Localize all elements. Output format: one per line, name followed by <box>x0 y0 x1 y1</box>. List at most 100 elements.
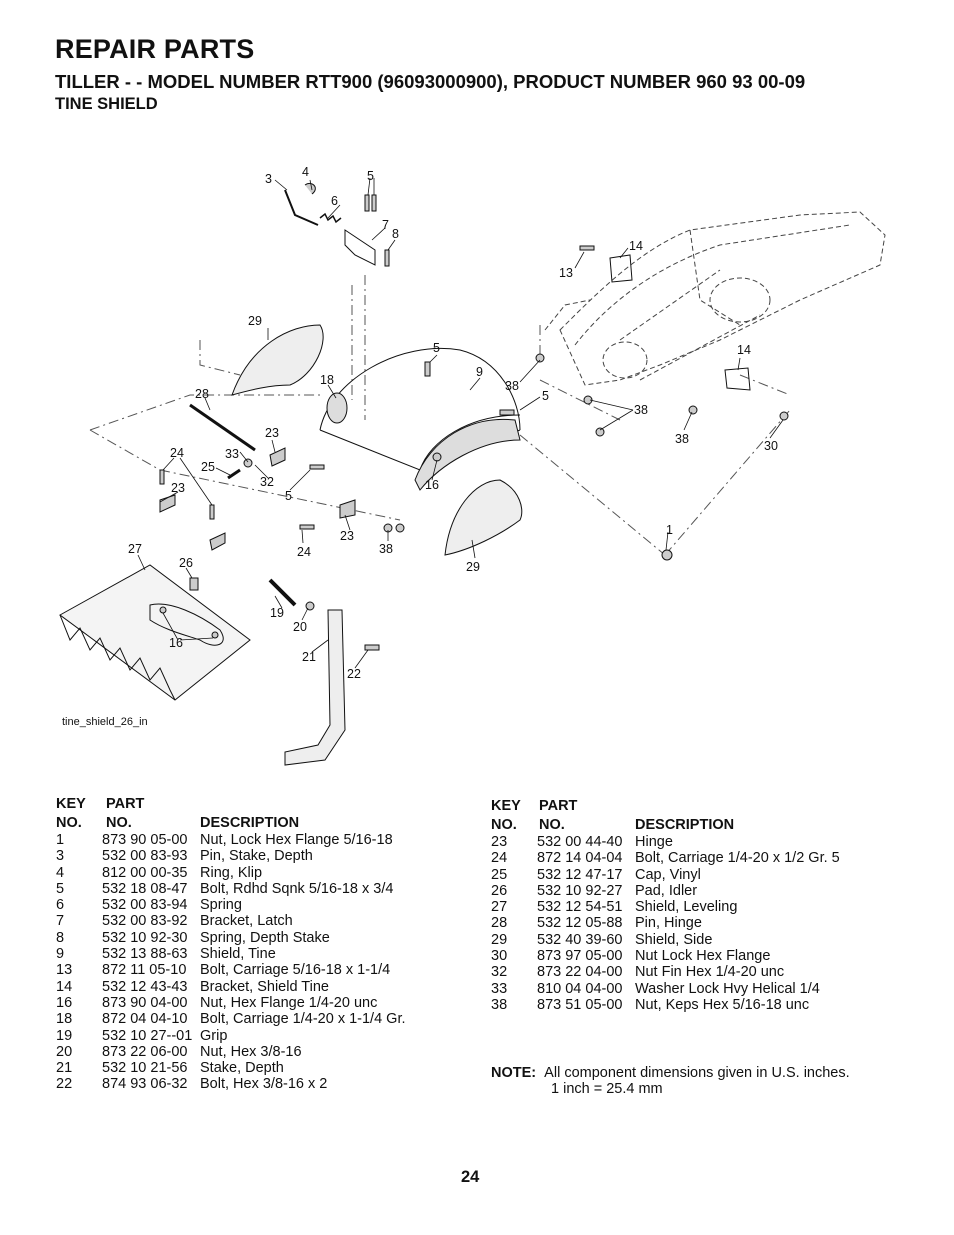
header-part-no: NO. <box>539 817 565 833</box>
part-no: 812 00 00-35 <box>102 864 188 881</box>
callout-label: 13 <box>559 266 573 280</box>
description: Shield, Tine <box>200 946 276 963</box>
callout-label: 21 <box>302 650 316 664</box>
assembly-plane <box>89 275 791 556</box>
key-no: 38 <box>491 996 508 1013</box>
key-no: 28 <box>491 915 508 932</box>
part-no: 532 40 39-60 <box>537 931 623 948</box>
parts-list-header: KEY PART NO. NO. DESCRIPTION <box>56 796 456 832</box>
exploded-parts-diagram: 3 4 5 6 7 8 29 5 9 18 38 5 13 14 14 38 3… <box>59 165 886 766</box>
pin-stake-part <box>284 189 319 226</box>
callout-label: 14 <box>629 239 643 253</box>
callout-label: 16 <box>169 636 183 650</box>
key-no: 21 <box>56 1060 73 1077</box>
callout-label: 7 <box>382 218 389 232</box>
part-no: 872 04 04-10 <box>102 1011 188 1028</box>
callout-label: 28 <box>195 387 209 401</box>
callout-label: 22 <box>347 667 361 681</box>
parts-list-header: KEY PART NO. NO. DESCRIPTION <box>491 798 911 834</box>
callout-label: 38 <box>379 542 393 556</box>
dimension-note: NOTE: All component dimensions given in … <box>491 1065 850 1097</box>
part-no: 532 12 54-51 <box>537 899 623 916</box>
callout-label: 32 <box>260 475 274 489</box>
callout-label: 29 <box>466 560 480 574</box>
part-no: 532 00 83-93 <box>102 848 188 865</box>
description: Spring <box>200 897 242 914</box>
key-no: 3 <box>56 848 65 865</box>
key-no: 18 <box>56 1011 73 1028</box>
callout-label: 26 <box>179 556 193 570</box>
description: Pad, Idler <box>635 882 698 899</box>
description: Spring, Depth Stake <box>200 929 330 946</box>
note-label: NOTE: <box>491 1065 537 1081</box>
callout-label: 5 <box>367 169 374 183</box>
part-no: 872 14 04-04 <box>537 850 623 867</box>
key-no: 16 <box>56 994 73 1011</box>
callout-label: 33 <box>225 447 239 461</box>
part-no: 532 00 83-94 <box>102 897 188 914</box>
key-no: 22 <box>56 1076 73 1093</box>
callout-label: 16 <box>425 478 439 492</box>
callout-label: 6 <box>331 194 338 208</box>
callout-label: 18 <box>320 373 334 387</box>
description: Shield, Side <box>635 931 713 948</box>
header-part-no: NO. <box>106 815 132 831</box>
callout-label: 23 <box>171 481 185 495</box>
header-part: PART <box>539 798 578 814</box>
callout-label: 29 <box>248 314 262 328</box>
depth-stake-part <box>284 609 346 766</box>
part-no: 532 10 92-27 <box>537 882 623 899</box>
spring-part <box>319 212 342 224</box>
description: Stake, Depth <box>200 1060 284 1077</box>
callout-label: 30 <box>764 439 778 453</box>
key-no: 30 <box>491 948 508 965</box>
key-no: 25 <box>491 866 508 883</box>
hardware-items <box>159 182 789 651</box>
part-no: 532 12 05-88 <box>537 915 623 932</box>
key-no: 24 <box>491 850 508 867</box>
tiller-frame-outline <box>544 211 886 386</box>
callout-label: 5 <box>433 341 440 355</box>
callout-label: 1 <box>666 523 673 537</box>
description: Nut Lock Hex Flange <box>635 948 771 965</box>
part-no: 532 12 47-17 <box>537 866 623 883</box>
header-key-no: NO. <box>491 817 517 833</box>
key-no: 23 <box>491 834 508 850</box>
description: Washer Lock Hvy Helical 1/4 <box>635 980 820 997</box>
description: Bracket, Shield Tine <box>200 978 329 995</box>
callout-label: 9 <box>476 365 483 379</box>
callout-label: 8 <box>392 227 399 241</box>
page-title: REPAIR PARTS <box>55 34 255 64</box>
header-description: DESCRIPTION <box>200 815 300 831</box>
part-no: 532 18 08-47 <box>102 880 188 897</box>
description: Bolt, Rdhd Sqnk 5/16-18 x 3/4 <box>200 880 394 897</box>
table-row: 28 532 12 05-88 Pin, Hinge <box>491 915 911 931</box>
description: Pin, Hinge <box>635 915 702 932</box>
description: Bracket, Latch <box>200 913 293 930</box>
note-line1: All component dimensions given in U.S. i… <box>544 1065 850 1081</box>
description: Bolt, Carriage 5/16-18 x 1-1/4 <box>200 962 391 979</box>
description: Grip <box>200 1027 228 1044</box>
page-number: 24 <box>461 1168 480 1186</box>
part-no: 532 10 27--01 <box>102 1027 193 1044</box>
key-no: 19 <box>56 1027 73 1044</box>
description: Hinge <box>635 834 673 850</box>
description: Ring, Klip <box>200 864 263 881</box>
part-no: 873 51 05-00 <box>537 996 623 1013</box>
